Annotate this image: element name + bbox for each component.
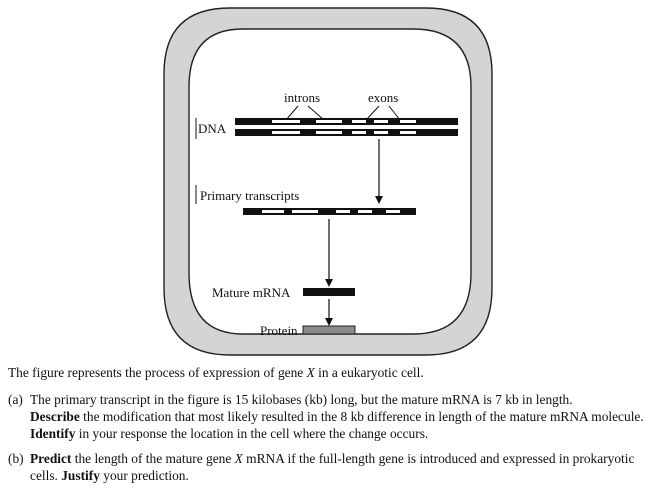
primary-transcripts-label: Primary transcripts [200,188,299,203]
intron-segment [374,131,388,134]
intron-segment [352,120,366,123]
exons-pointer [388,105,401,121]
intron-segment [316,131,342,134]
dna-label: DNA [198,121,227,136]
question-text-span: the modification that most likely result… [79,409,644,424]
protein-label: Protein [260,323,298,338]
mature-mrna-bar [303,288,355,296]
intron-segment [316,120,342,123]
protein-bar [302,325,356,335]
gene-name: X [234,451,243,466]
intron-segment [400,120,416,123]
gene-expression-diagram: introns exons DNA Primary transcripts Ma… [163,7,493,356]
question-text-span: the length of the mature gene [71,451,235,466]
intron-segment [400,131,416,134]
figure-caption: The figure represents the process of exp… [8,364,656,381]
question-letter: (b) [8,451,24,466]
mature-mrna-label: Mature mRNA [212,285,291,300]
question-text: The figure represents the process of exp… [8,364,656,492]
dna-strand-top [235,118,458,125]
exons-label: exons [368,90,398,105]
intron-segment [336,210,350,213]
question-a: (a) The primary transcript in the figure… [8,391,656,442]
dna-strand-bottom [235,129,458,136]
dna-double-strand [235,118,458,136]
introns-pointer [285,105,299,121]
intron-segment [292,210,318,213]
nucleus [188,28,472,335]
question-text-span: mRNA if the full-length gene is introduc… [30,451,635,483]
question-text-span: your prediction. [99,468,189,483]
intron-segment [352,131,366,134]
intron-segment [374,120,388,123]
intron-segment [272,131,300,134]
question-text-span: in your response the location in the cel… [75,426,429,441]
introns-label: introns [284,90,320,105]
introns-pointer [307,105,325,121]
question-b: (b) Predict the length of the mature gen… [8,450,656,484]
task-verb: Justify [61,468,100,483]
task-verb: Describe [30,409,80,424]
question-letter: (a) [8,392,23,407]
primary-transcript-bar [243,208,416,215]
caption-text: in a eukaryotic cell. [314,365,424,380]
task-verb: Predict [30,451,72,466]
intron-segment [358,210,372,213]
exons-pointer [365,105,380,121]
question-text-span: The primary transcript in the figure is … [30,392,573,407]
caption-text: The figure represents the process of exp… [8,365,307,380]
gene-name: X [306,365,315,380]
intron-segment [386,210,400,213]
intron-segment [262,210,284,213]
task-verb: Identify [30,426,76,441]
primary-transcript-strand [243,208,416,215]
intron-segment [272,120,300,123]
